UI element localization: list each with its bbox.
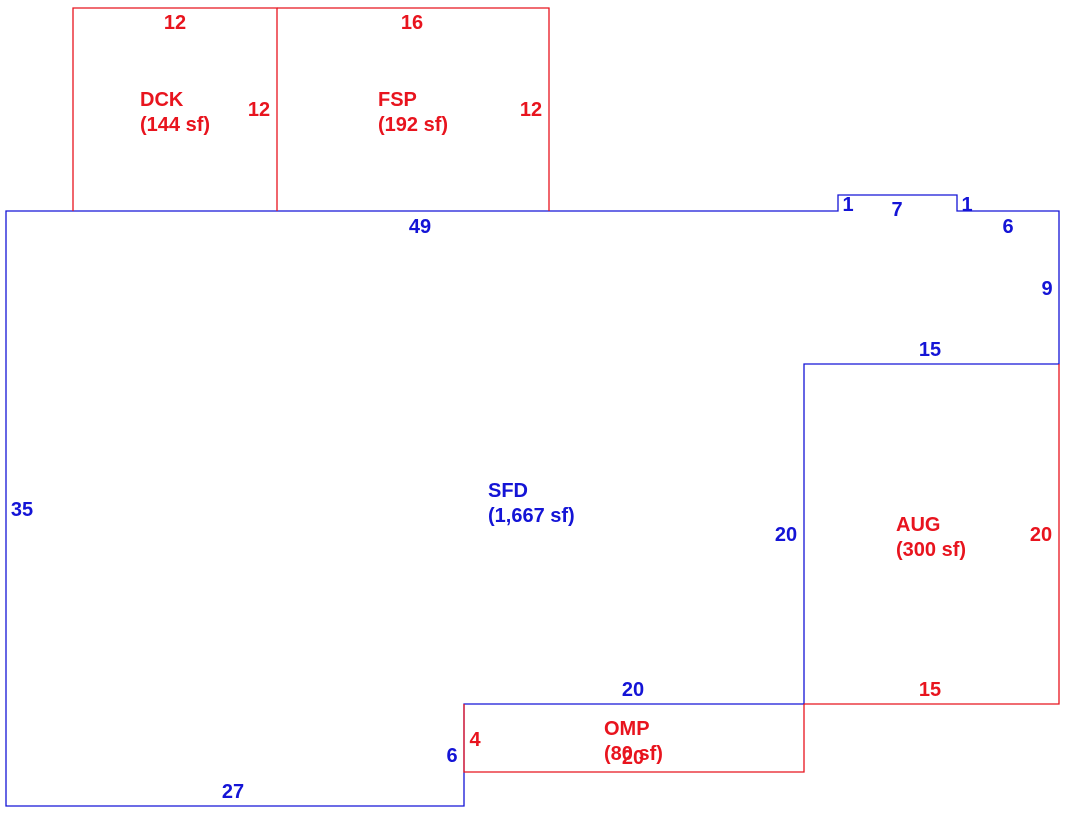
- dck-outline: [72, 7, 278, 211]
- aug-area-label: (300 sf): [896, 539, 966, 561]
- dimension-bottom: 27: [222, 781, 244, 803]
- dimension-omp-side: 4: [469, 729, 481, 751]
- dck-area-label: (144 sf): [140, 114, 210, 136]
- dimension-aug-bottom: 15: [919, 679, 941, 701]
- dimension-right-upper: 9: [1041, 278, 1052, 300]
- dimension-notch-side: 6: [446, 745, 457, 767]
- sfd-code-label: SFD: [488, 480, 528, 502]
- dimension-aug-side: 20: [1030, 524, 1052, 546]
- dimension-bay-right: 1: [961, 194, 972, 216]
- dimension-step-side: 20: [775, 524, 797, 546]
- dimension-notch-top: 20: [622, 679, 644, 701]
- dck-code-label: DCK: [140, 89, 184, 111]
- aug-outline: [804, 364, 1060, 705]
- dimension-fsp-top: 16: [401, 12, 423, 34]
- dimension-dck-side: 12: [248, 99, 270, 121]
- aug-code-label: AUG: [896, 514, 940, 536]
- omp-outline: [463, 704, 805, 773]
- dimension-sfd-top: 49: [409, 216, 431, 238]
- dimension-dck-top: 12: [164, 12, 186, 34]
- sfd-area-label: (1,667 sf): [488, 505, 575, 527]
- omp-area-label: (80 sf): [604, 743, 663, 765]
- dimension-step-top: 15: [919, 339, 941, 361]
- omp-code-label: OMP: [604, 718, 650, 740]
- dimension-bay-width: 7: [891, 199, 902, 221]
- dimension-left: 35: [11, 499, 33, 521]
- dimension-top-right: 6: [1002, 216, 1013, 238]
- dimension-omp-bottom: 20: [622, 747, 644, 769]
- dimension-bay-left: 1: [842, 194, 853, 216]
- sfd-outline: [5, 194, 1060, 807]
- fsp-code-label: FSP: [378, 89, 417, 111]
- fsp-outline: [277, 7, 550, 211]
- fsp-area-label: (192 sf): [378, 114, 448, 136]
- dimension-fsp-side: 12: [520, 99, 542, 121]
